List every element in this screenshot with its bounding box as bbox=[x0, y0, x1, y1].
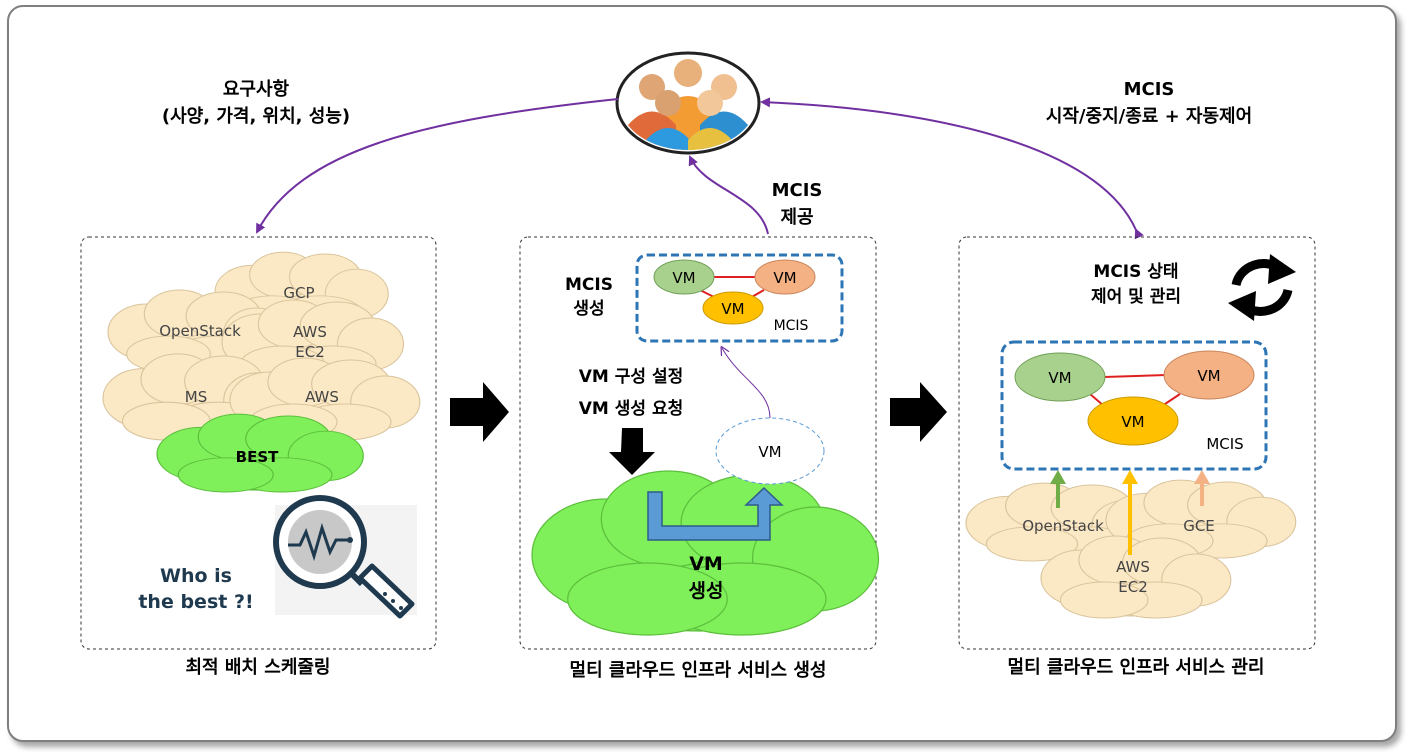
vm-node-green bbox=[1014, 352, 1106, 402]
state-detail: 제어 및 관리 bbox=[1091, 287, 1181, 307]
vm-join-arrow bbox=[722, 348, 771, 419]
cloud-label-ms: MS bbox=[185, 388, 207, 406]
cloud-label-aws-2-line1: AWS bbox=[305, 388, 339, 406]
question-line1: Who is bbox=[160, 565, 232, 587]
users-icon bbox=[615, 51, 761, 155]
question-line2: the best ?! bbox=[138, 591, 253, 613]
provide-arrow bbox=[688, 155, 769, 235]
requirements-arrow bbox=[256, 98, 619, 234]
next-arrow-1 bbox=[450, 382, 509, 442]
cloud-label-openstack: OpenStack bbox=[159, 322, 241, 340]
vm-label: VM bbox=[721, 300, 744, 318]
mcis-label-middle: MCIS bbox=[774, 318, 809, 334]
vm-create-detail: 생성 bbox=[689, 580, 724, 602]
vm-label: VM bbox=[773, 269, 796, 287]
vm-label: VM bbox=[1121, 413, 1144, 431]
magnifier-icon bbox=[273, 495, 417, 619]
mcis-label-right: MCIS bbox=[1206, 435, 1243, 453]
vm-new-label: VM bbox=[758, 443, 781, 461]
vm-node-orange bbox=[754, 259, 816, 295]
creation-caption: 멀티 클라우드 인프라 서비스 생성 bbox=[570, 660, 827, 681]
next-arrow-2 bbox=[890, 382, 947, 442]
cloud-label-aws-right-line1: AWS bbox=[1116, 558, 1150, 576]
control-detail: 시작/중지/종료 + 자동제어 bbox=[1046, 106, 1252, 127]
cloud-label-gcp: GCP bbox=[283, 284, 314, 302]
vm-node-new bbox=[715, 417, 825, 485]
vm-node-green bbox=[653, 259, 715, 295]
provide-title: MCIS bbox=[772, 180, 823, 201]
mcis-box-middle bbox=[635, 253, 844, 343]
down-arrow bbox=[609, 428, 655, 475]
vm-create-title: VM bbox=[689, 553, 723, 575]
cloud-label-best: BEST bbox=[236, 448, 279, 466]
vm-node-yellow bbox=[1087, 396, 1179, 446]
cloud-label-gce: GCE bbox=[1183, 517, 1215, 535]
mcis-create-title: MCIS bbox=[565, 275, 613, 295]
scheduling-panel bbox=[80, 236, 437, 650]
step-request: VM 생성 요청 bbox=[579, 398, 683, 419]
openstack-up-arrow bbox=[1050, 470, 1066, 508]
vm-node-orange bbox=[1163, 350, 1255, 400]
vm-label: VM bbox=[672, 269, 695, 287]
control-arrow bbox=[760, 97, 1144, 240]
scheduling-caption: 최적 배치 스케줄링 bbox=[185, 657, 330, 678]
creation-panel bbox=[519, 236, 877, 650]
mcis-create-detail: 생성 bbox=[573, 299, 604, 319]
vm-label: VM bbox=[1197, 367, 1220, 385]
mcis-box-right bbox=[1000, 340, 1268, 471]
create-flow-arrow bbox=[647, 486, 784, 541]
aws-up-arrow bbox=[1122, 470, 1138, 555]
management-panel bbox=[958, 236, 1316, 650]
step-config: VM 구성 설정 bbox=[579, 367, 683, 387]
gce-up-arrow bbox=[1194, 470, 1210, 506]
vm-node-yellow bbox=[702, 291, 764, 325]
vm-link bbox=[1103, 374, 1167, 378]
provide-detail: 제공 bbox=[780, 207, 813, 228]
cloud-label-openstack-right: OpenStack bbox=[1022, 517, 1104, 535]
cloud-label-aws-right-line2: EC2 bbox=[1118, 578, 1148, 596]
management-caption: 멀티 클라우드 인프라 서비스 관리 bbox=[1008, 657, 1265, 678]
cloud-label-aws-1-line1: AWS bbox=[293, 323, 327, 341]
requirements-title: 요구사항 bbox=[223, 79, 290, 100]
refresh-icon bbox=[1228, 254, 1296, 321]
vm-label: VM bbox=[1048, 369, 1071, 387]
state-title: MCIS 상태 bbox=[1093, 262, 1178, 282]
control-title: MCIS bbox=[1124, 79, 1175, 100]
cloud-label-aws-1-line2: EC2 bbox=[295, 343, 325, 361]
requirements-detail: (사양, 가격, 위치, 성능) bbox=[162, 106, 350, 127]
